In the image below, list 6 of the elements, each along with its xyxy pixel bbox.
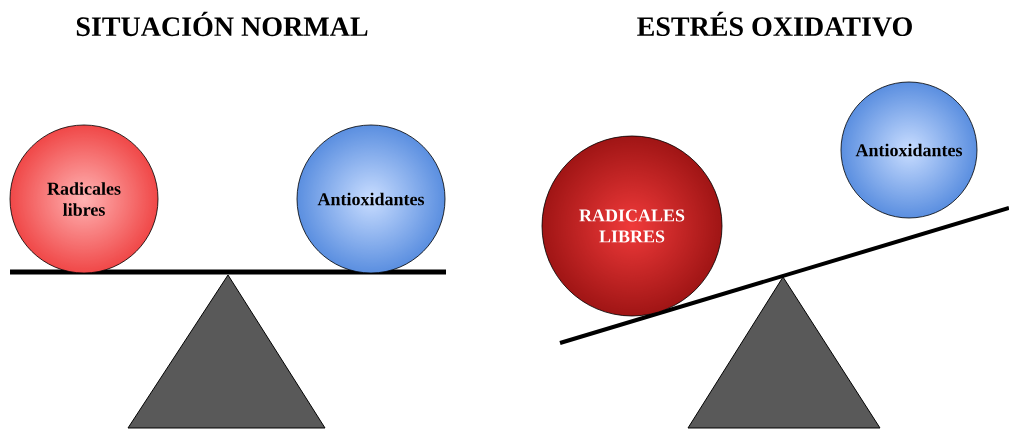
ball: Antioxidantes — [296, 124, 446, 274]
ball: Antioxidantes — [840, 81, 978, 219]
ball: RADICALES LIBRES — [541, 135, 723, 317]
heading: ESTRÉS OXIDATIVO — [637, 11, 912, 37]
heading: SITUACIÓN NORMAL — [76, 11, 368, 37]
ball: Radicales libres — [9, 124, 159, 274]
